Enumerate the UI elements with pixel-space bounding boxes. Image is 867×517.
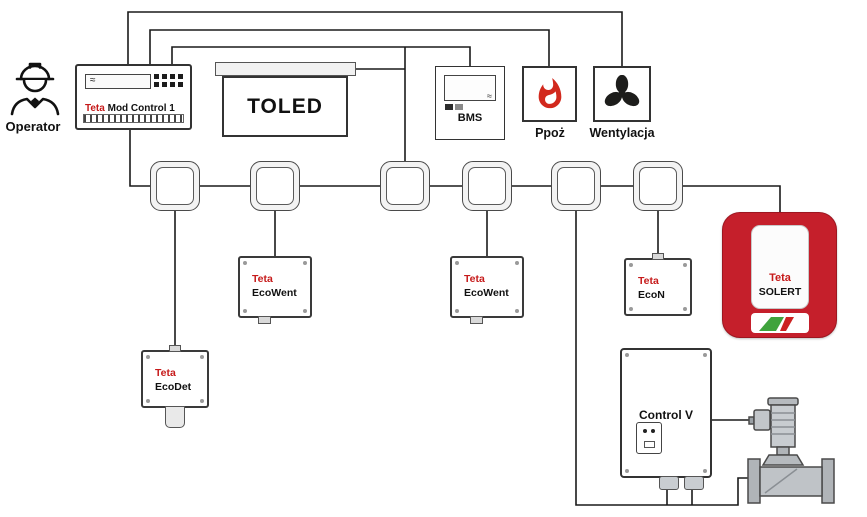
control-v-label: Control V bbox=[639, 408, 693, 422]
control-v-button bbox=[644, 441, 655, 448]
mod-control-terminal-strip bbox=[83, 114, 184, 123]
flame-icon bbox=[538, 77, 561, 109]
ventilation-node bbox=[593, 66, 651, 122]
solert-name: SOLERT bbox=[758, 286, 802, 298]
mod-control-label: Teta Mod Control 1 bbox=[85, 103, 175, 114]
solert-signaller: Teta SOLERT bbox=[722, 212, 837, 338]
bms-label: BMS bbox=[457, 112, 483, 124]
solert-indicator-light bbox=[751, 313, 809, 333]
toled-label: TOLED bbox=[247, 94, 323, 118]
econ-name: EcoN bbox=[638, 288, 665, 301]
solert-front-panel: Teta SOLERT bbox=[751, 225, 809, 309]
ecodet-gland bbox=[169, 345, 181, 352]
ecowent-1-name: EcoWent bbox=[252, 286, 297, 299]
junction-box bbox=[462, 161, 512, 211]
cable-gland bbox=[684, 476, 704, 490]
junction-box bbox=[150, 161, 200, 211]
ecowent-2-gland bbox=[470, 316, 483, 324]
econ-brand: Teta bbox=[638, 275, 659, 287]
ecodet-detector: Teta EcoDet bbox=[141, 345, 209, 428]
ecowent-2-name: EcoWent bbox=[464, 286, 509, 299]
junction-box bbox=[551, 161, 601, 211]
ecodet-sensor-head bbox=[165, 406, 185, 428]
mod-control-brand: Teta bbox=[85, 103, 105, 114]
fire-protection-node bbox=[522, 66, 577, 122]
gas-valve-icon bbox=[747, 397, 835, 504]
ecowent-1-gland bbox=[258, 316, 271, 324]
ecowent-2-brand: Teta bbox=[464, 273, 485, 285]
solert-brand: Teta bbox=[769, 272, 791, 284]
led-indicator bbox=[651, 429, 655, 433]
bms-screen: ≈ bbox=[444, 75, 496, 101]
mod-control-keypad bbox=[154, 74, 183, 87]
ecodet-brand: Teta bbox=[155, 367, 176, 379]
toled-display-board: TOLED bbox=[222, 76, 348, 137]
mod-control-name: Mod Control 1 bbox=[107, 103, 175, 114]
econ-module: Teta EcoN bbox=[624, 253, 692, 316]
operator-icon bbox=[10, 62, 60, 116]
bms-indicator bbox=[445, 104, 504, 110]
control-v-panel bbox=[636, 422, 662, 454]
fan-icon bbox=[604, 75, 640, 107]
ventilation-label: Wentylacja bbox=[589, 126, 655, 140]
junction-box bbox=[250, 161, 300, 211]
mod-control-unit: ≈ Teta Mod Control 1 bbox=[75, 64, 192, 130]
bms-signal-icon: ≈ bbox=[487, 91, 492, 101]
cable-gland bbox=[659, 476, 679, 490]
mod-control-display: ≈ bbox=[85, 74, 151, 89]
fire-protection-label: Ppoż bbox=[535, 126, 565, 140]
ecowent-detector-1: Teta EcoWent bbox=[238, 256, 312, 324]
control-v-unit: Control V bbox=[620, 348, 712, 490]
ecodet-name: EcoDet bbox=[155, 380, 192, 393]
ecowent-detector-2: Teta EcoWent bbox=[450, 256, 524, 324]
junction-box bbox=[633, 161, 683, 211]
toled-mounting-bar bbox=[215, 62, 356, 76]
led-indicator bbox=[643, 429, 647, 433]
ecowent-1-brand: Teta bbox=[252, 273, 273, 285]
junction-box bbox=[380, 161, 430, 211]
bms-panel: ≈ BMS bbox=[435, 66, 505, 140]
econ-gland bbox=[652, 253, 664, 260]
operator-label: Operator bbox=[5, 119, 61, 134]
